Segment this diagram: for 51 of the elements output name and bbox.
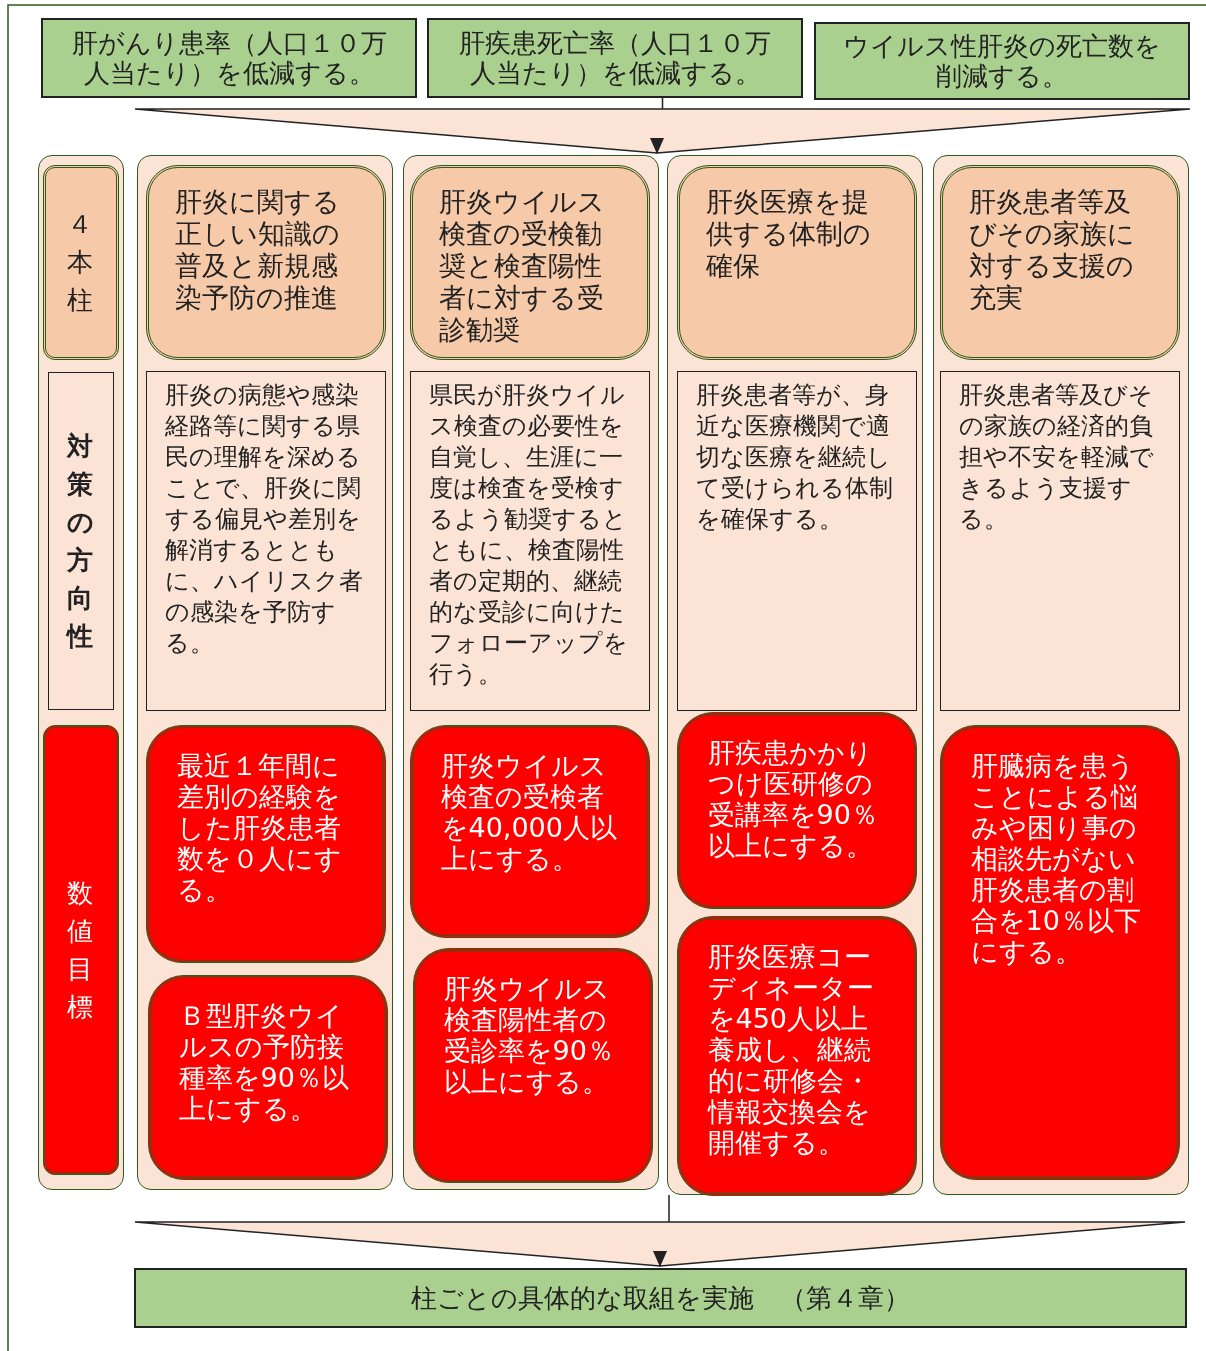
target-box	[939, 724, 1180, 1180]
pillar-title: 肝炎ウイルス検査の受検勧奨と検査陽性者に対する受診勧奨	[438, 185, 606, 346]
column-panel	[667, 155, 923, 1195]
target-box	[409, 724, 650, 938]
direction-text: 肝炎患者等が、身近な医療機関で適切な医療を継続して受けられる体制を確保する。	[695, 379, 894, 535]
row-header-box	[42, 724, 119, 1175]
direction-text: 県民が肝炎ウイルス検査の必要性を自覚し、生涯に一度は検査を受検するよう勧奨するとともに、検査陽性者の定期的、継続的な受診に向けたフォローアップを行う。	[428, 379, 629, 690]
goal-box	[427, 18, 803, 98]
row-header-box	[47, 371, 114, 710]
direction-box	[939, 370, 1180, 711]
target-box	[676, 915, 917, 1196]
pillar-title: 肝炎に関する正しい知識の普及と新規感染予防の推進	[174, 185, 341, 314]
goal-box	[134, 1268, 1187, 1328]
pillar-title-box	[676, 164, 917, 360]
target-box	[676, 711, 917, 909]
pillar-title-box	[939, 164, 1180, 360]
target-box	[412, 947, 653, 1183]
target-text: 肝炎ウイルス検査の受検者を40,000人以上にする。	[440, 749, 618, 874]
row-header: ４本柱	[66, 208, 95, 317]
target-text: 最近１年間に差別の経験をした肝炎患者数を０人にする。	[176, 749, 343, 905]
column-panel	[403, 155, 659, 1190]
chevron-arrow	[134, 97, 1191, 154]
direction-box	[676, 370, 917, 711]
direction-box	[409, 370, 650, 711]
target-text: 肝炎ウイルス検査陽性者の受診率を90％以上にする。	[443, 972, 615, 1097]
target-box	[145, 724, 386, 963]
column-panel	[137, 155, 393, 1190]
pillar-title: 肝炎医療を提供する体制の確保	[705, 185, 872, 282]
chevron-arrow	[134, 1194, 1186, 1267]
pillar-title: 肝炎患者等及びその家族に対する支援の充実	[968, 185, 1136, 314]
row-header-box	[42, 164, 119, 360]
goal-text: 肝疾患死亡率（人口１０万人当たり）を低減する。	[458, 28, 772, 88]
target-text: 肝炎医療コーディネーターを450人以上養成し、継続的に研修会・情報交換会を開催する。	[707, 940, 875, 1158]
goal-text: 柱ごとの具体的な取組を実施 （第４章）	[411, 1283, 910, 1313]
direction-text: 肝炎患者等及びその家族の経済的負担や不安を軽減できるよう支援する。	[958, 379, 1155, 535]
goal-text: 肝がんり患率（人口１０万人当たり）を低減する。	[70, 28, 388, 88]
column-panel	[933, 155, 1189, 1195]
pillar-title-box	[145, 164, 386, 360]
goal-box	[41, 18, 417, 98]
target-box	[147, 974, 388, 1180]
goal-box	[814, 22, 1190, 100]
target-text: 肝疾患かかりつけ医研修の受講率を90％以上にする。	[707, 736, 879, 861]
column-panel	[38, 155, 124, 1190]
pillar-title-box	[409, 164, 650, 360]
direction-text: 肝炎の病態や感染経路等に関する県民の理解を深めることで、肝炎に関する偏見や差別を解消するとともに、ハイリスク者の感染を予防する。	[164, 379, 364, 659]
direction-box	[145, 370, 386, 711]
target-text: 肝臓病を患うことによる悩みや困り事の相談先がない肝炎患者の割合を10％以下にする。	[970, 749, 1142, 967]
target-text: Ｂ型肝炎ウイルスの予防接種率を90％以上にする。	[178, 999, 350, 1124]
goal-text: ウイルス性肝炎の死亡数を削減する。	[842, 31, 1162, 91]
row-header: 対策の方向性	[66, 429, 95, 653]
row-header: 数値目標	[66, 876, 95, 1024]
